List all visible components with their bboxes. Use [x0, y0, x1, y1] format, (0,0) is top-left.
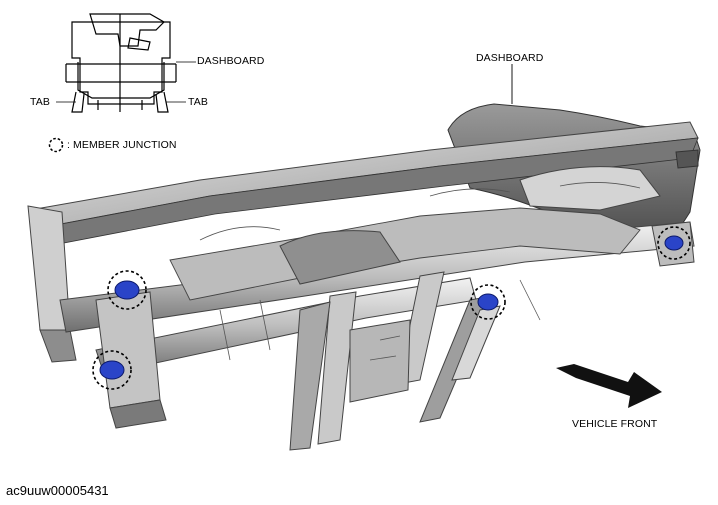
vehicle-front-arrow-icon [556, 364, 662, 408]
dashboard-label-inset: DASHBOARD [197, 55, 265, 67]
member-junctions [92, 226, 691, 390]
member-junction-center [470, 284, 506, 320]
figure-id: ac9uuw00005431 [6, 483, 109, 498]
member-junction-left-lower [92, 350, 132, 390]
inset-schematic [56, 13, 196, 113]
member-junction-legend: : MEMBER JUNCTION [67, 139, 177, 151]
dashed-circle-icon [48, 137, 64, 153]
tab-label-right: TAB [188, 96, 208, 108]
vehicle-front-label: VEHICLE FRONT [572, 418, 658, 430]
dashboard-assembly [27, 103, 701, 451]
member-junction-right [657, 226, 691, 260]
dashboard-label-main: DASHBOARD [476, 52, 544, 64]
member-junction-left-upper [107, 270, 147, 310]
tab-label-left: TAB [30, 96, 50, 108]
